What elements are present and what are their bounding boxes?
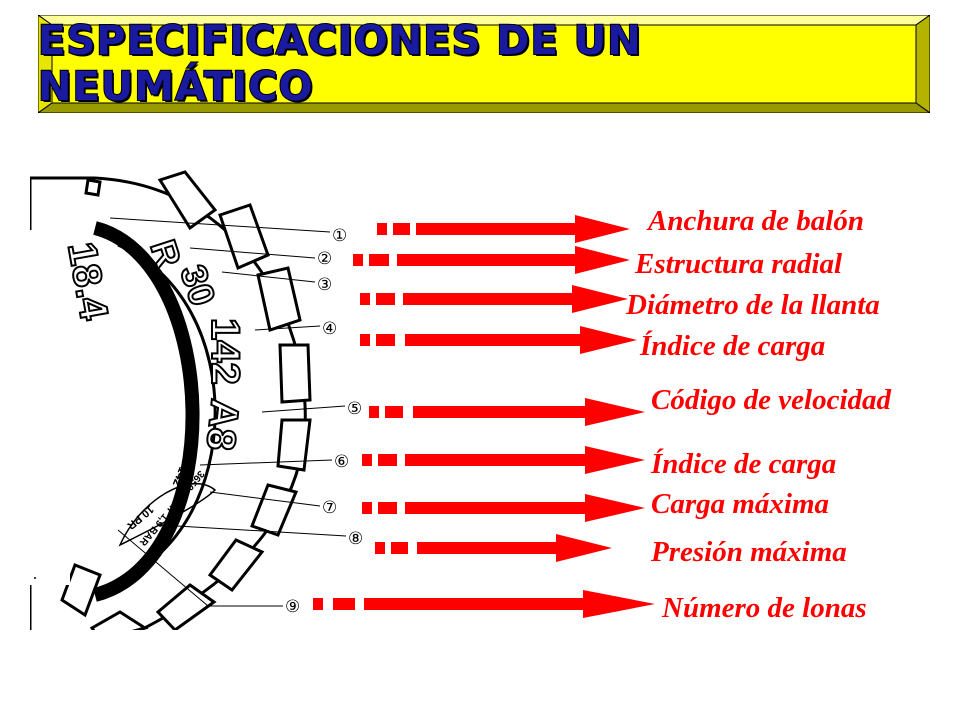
- arrows: [313, 215, 655, 618]
- label-load-index: Índice de carga: [640, 330, 826, 362]
- label-speed-code: Código de velocidad: [651, 384, 892, 416]
- label-radial-structure: Estructura radial: [635, 248, 843, 280]
- label-load-index-2: Índice de carga: [651, 448, 837, 480]
- arrow-7: [362, 494, 645, 522]
- arrow-1: [377, 215, 630, 243]
- arrow-4: [360, 326, 637, 354]
- callout-4: ④: [322, 319, 337, 339]
- label-tire-width: Anchura de balón: [648, 205, 864, 237]
- arrow-5: [369, 398, 645, 426]
- callout-1: ①: [332, 226, 347, 246]
- arrow-8: [375, 534, 612, 562]
- arrow-2: [353, 246, 630, 274]
- label-ply-count: Número de lonas: [662, 592, 867, 624]
- arrow-3: [360, 285, 628, 313]
- callout-7: ⑦: [322, 498, 337, 518]
- callout-3: ③: [317, 275, 332, 295]
- label-max-pressure: Presión máxima: [651, 536, 847, 568]
- tread-lugs: [60, 170, 312, 630]
- arrow-9: [313, 590, 655, 618]
- callout-8: ⑧: [348, 529, 363, 549]
- label-max-load: Carga máxima: [651, 488, 830, 520]
- callout-9: ⑨: [285, 597, 300, 617]
- plaque-frame: [38, 15, 930, 113]
- tire-sidewall: 18.4 R 30 142 A8 142 3650 Kg AT 1,9 BAR …: [30, 170, 312, 630]
- callout-5: ⑤: [347, 399, 362, 419]
- title-plaque: ESPECIFICACIONES DE UN NEUMÁTICO: [37, 15, 930, 113]
- arrow-6: [362, 446, 645, 474]
- marking-load-index: 142: [203, 318, 247, 385]
- leader-lines: [109, 217, 347, 607]
- callout-numbers: ① ② ③ ④ ⑤ ⑥ ⑦ ⑧ ⑨: [285, 226, 363, 617]
- callout-2: ②: [317, 249, 332, 269]
- page-title: ESPECIFICACIONES DE UN NEUMÁTICO: [37, 17, 642, 111]
- marking-speed-code: A8: [198, 397, 247, 452]
- label-rim-diameter: Diámetro de la llanta: [626, 289, 880, 321]
- callout-6: ⑥: [334, 452, 349, 472]
